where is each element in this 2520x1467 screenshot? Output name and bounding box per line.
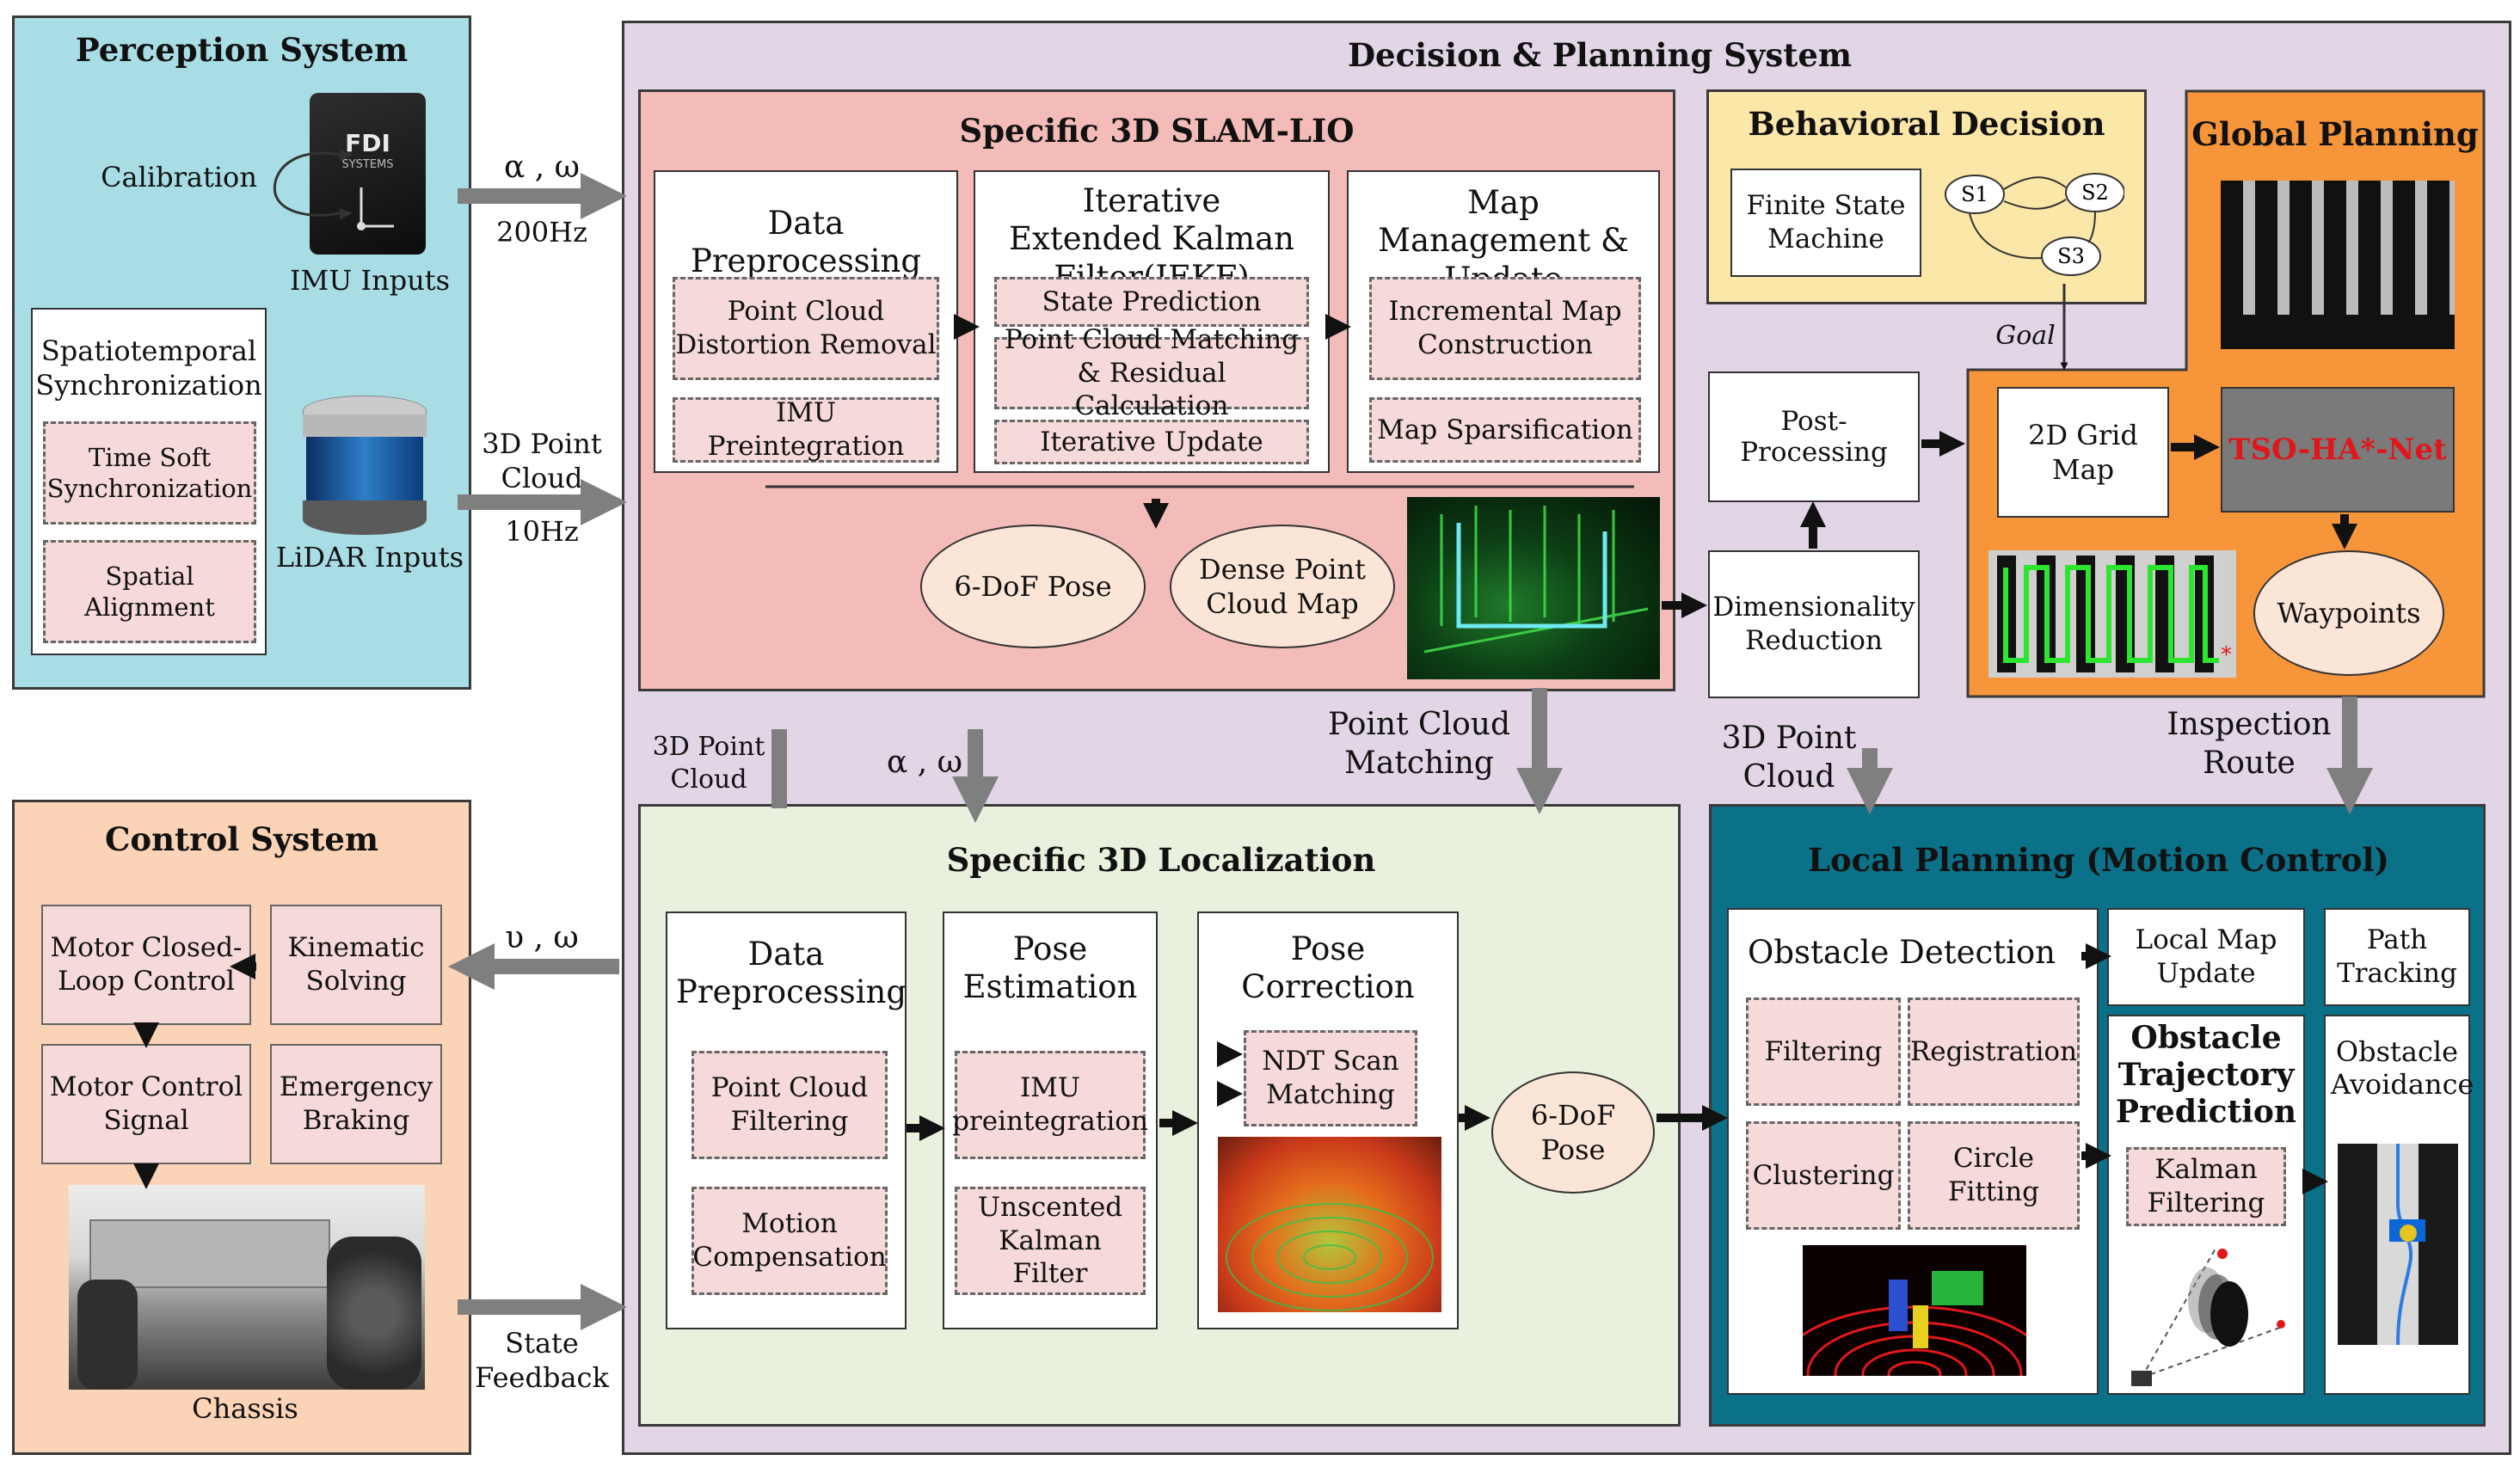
lidar-signal-label: 3D Point Cloud (482, 427, 602, 494)
path-track-box: Path Tracking (2324, 908, 2470, 1006)
behavior-title: Behavioral Decision (1748, 105, 2105, 143)
grid-map-box: 2D Grid Map (1997, 387, 2169, 518)
lidar-device-image (303, 396, 427, 538)
loc-pc-filter-box: Point Cloud Filtering (691, 1051, 888, 1159)
kalman-box: Kalman Filtering (2126, 1147, 2286, 1226)
imu-inputs-label: IMU Inputs (289, 264, 451, 297)
slam-pose-ellipse: 6-DoF Pose (920, 525, 1146, 648)
obstacle-det-image (1803, 1245, 2026, 1376)
ndt-box: NDT Scan Matching (1244, 1030, 1417, 1126)
imu-brand: FDI (345, 129, 390, 157)
control-title: Control System (104, 820, 379, 858)
fsm-s3: S3 (2057, 244, 2085, 268)
local-title: Local Planning (Motion Control) (1807, 841, 2390, 879)
loc-pc-label: 3D Point Cloud (652, 732, 765, 795)
perception-title: Perception System (75, 31, 409, 69)
loc-imu-label: α , ω (887, 745, 962, 780)
spatial-align-box: Spatial Alignment (43, 540, 256, 643)
global-path-image: * (1988, 550, 2236, 678)
global-title: Global Planning (2191, 115, 2479, 153)
control-symbol-label: υ , ω (505, 920, 579, 955)
filtering-box: Filtering (1746, 997, 1901, 1106)
emergency-box: Emergency Braking (270, 1044, 442, 1164)
goal-label: Goal (1995, 321, 2056, 351)
loc-title: Specific 3D Localization (946, 841, 1376, 879)
motor-signal-box: Motor Control Signal (41, 1044, 251, 1164)
inspection-route-label: Inspection Route (2167, 707, 2332, 781)
global-map-image (2221, 181, 2455, 349)
ndt-image (1218, 1137, 1441, 1312)
dense-map-image (1407, 497, 1660, 679)
ukf-box: Unscented Kalman Filter (955, 1187, 1146, 1295)
chassis-image (69, 1185, 425, 1390)
imu-rate-label: 200Hz (496, 216, 587, 249)
inc-map-box: Incremental Map Construction (1369, 277, 1641, 380)
post-processing-box: Post-Processing (1708, 371, 1920, 502)
loc-pre-title: Data Preprocessing (676, 936, 907, 1011)
motor-closed-loop-box: Motor Closed-Loop Control (41, 905, 251, 1025)
traj-prediction-plot (2131, 1248, 2285, 1386)
circle-fit-box: Circle Fitting (1908, 1121, 2080, 1230)
local-pc-label: 3D Point Cloud (1721, 721, 1857, 795)
sync-title: Spatiotemporal Synchronization (35, 335, 262, 402)
slam-pre-title: Data Preprocessing (690, 205, 922, 280)
registration-box: Registration (1908, 997, 2080, 1106)
axes-icon (357, 187, 394, 230)
fsm-diagram: S1 S2 S3 (1945, 173, 2124, 276)
svg-text:*: * (2221, 642, 2232, 668)
state-pred-box: State Prediction (994, 277, 1309, 327)
lidar-inputs-label: LiDAR Inputs (275, 541, 464, 574)
pose-est-title: Pose Estimation (962, 930, 1138, 1006)
imu-device-image: FDI SYSTEMS (310, 93, 426, 255)
dim-reduction-box: Dimensionality Reduction (1708, 550, 1920, 698)
waypoints-ellipse: Waypoints (2253, 550, 2444, 676)
obs-det-title: Obstacle Detection (1748, 934, 2056, 971)
dense-map-ellipse: Dense Point Cloud Map (1170, 525, 1395, 648)
state-feedback-label: State Feedback (475, 1327, 609, 1394)
distortion-box: Point Cloud Distortion Removal (673, 277, 939, 380)
map-sparse-box: Map Sparsification (1369, 397, 1641, 463)
imu-brand-sub: SYSTEMS (341, 158, 394, 171)
calibration-loop-icon (273, 150, 353, 219)
fsm-box: Finite State Machine (1730, 169, 1921, 277)
net-box: TSO-HA*-Net (2221, 387, 2455, 513)
avoid-image (2338, 1144, 2458, 1345)
loc-imu-preint-box: IMU preintegration (952, 1051, 1148, 1159)
pc-matching-label: Point Cloud Matching (1327, 707, 1510, 781)
iter-update-box: Iterative Update (994, 420, 1309, 464)
slam-title: Specific 3D SLAM-LIO (959, 112, 1355, 150)
decision-title: Decision & Planning System (1347, 36, 1853, 74)
fsm-s1: S1 (1961, 182, 1988, 206)
kinematic-box: Kinematic Solving (270, 905, 442, 1025)
chassis-label: Chassis (192, 1392, 298, 1425)
slam-imu-preint-box: IMU Preintegration (673, 397, 939, 463)
time-sync-box: Time Soft Synchronization (43, 421, 256, 525)
pose-corr-title: Pose Correction (1241, 930, 1415, 1006)
imu-symbol-label: α , ω (504, 150, 580, 185)
fsm-s2: S2 (2081, 181, 2109, 205)
motion-comp-box: Motion Compensation (691, 1187, 888, 1295)
local-map-box: Local Map Update (2107, 908, 2305, 1006)
lidar-rate-label: 10Hz (505, 515, 579, 548)
loc-pose-ellipse: 6-DoF Pose (1491, 1071, 1655, 1194)
clustering-box: Clustering (1746, 1121, 1901, 1230)
traj-title: Obstacle Trajectory Prediction (2115, 1020, 2297, 1131)
calibration-label: Calibration (101, 161, 257, 193)
avoid-title: Obstacle Avoidance (2331, 1035, 2474, 1102)
